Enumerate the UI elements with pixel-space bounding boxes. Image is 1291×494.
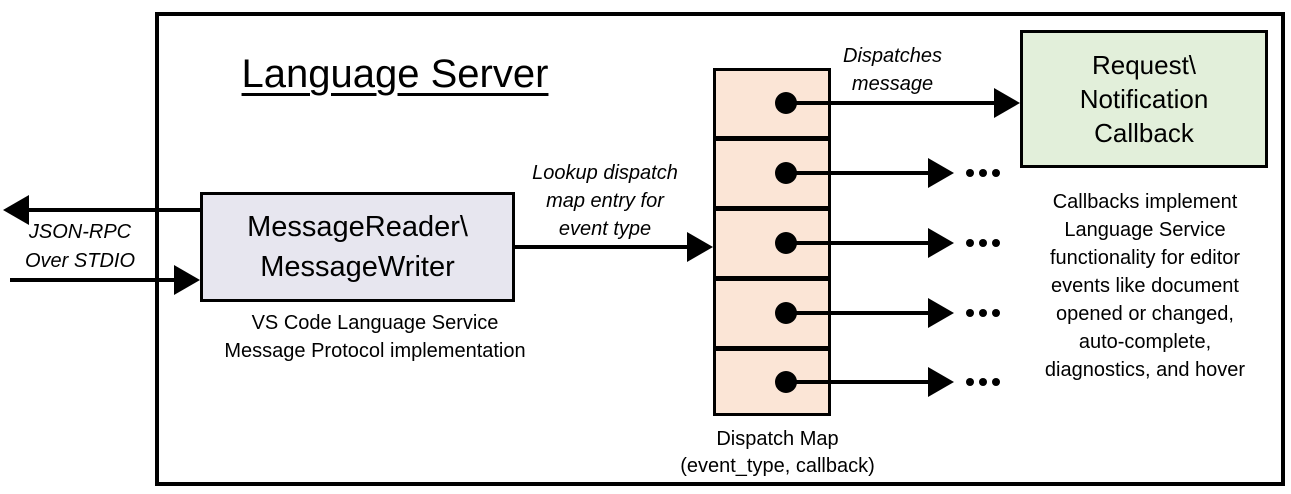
- arrow-line: [515, 245, 687, 249]
- dispatch-map-caption: Dispatch Map (event_type, callback): [680, 428, 875, 477]
- arrowhead-right-icon: [687, 232, 713, 262]
- arrow-line: [786, 380, 930, 384]
- ellipsis-icon: [966, 309, 1000, 317]
- arrowhead-right-icon: [928, 158, 954, 188]
- arrow-line: [786, 311, 930, 315]
- dispatches-message-label: Dispatches message: [843, 45, 942, 95]
- arrowhead-right-icon: [994, 88, 1020, 118]
- arrow-line: [26, 208, 200, 212]
- arrow-line: [10, 278, 176, 282]
- message-box-caption: VS Code Language Service Message Protoco…: [224, 312, 526, 362]
- arrow-line: [786, 101, 996, 105]
- arrowhead-right-icon: [928, 298, 954, 328]
- ellipsis-icon: [966, 239, 1000, 247]
- arrowhead-left-icon: [3, 195, 29, 225]
- stdio-label: JSON-RPC Over STDIO: [24, 221, 135, 272]
- arrowhead-right-icon: [928, 367, 954, 397]
- message-reader-writer-box: MessageReader\ MessageWriter: [200, 192, 515, 302]
- callback-description: Callbacks implement Language Service fun…: [1044, 191, 1246, 381]
- ellipsis-icon: [966, 169, 1000, 177]
- lookup-arrow-label: Lookup dispatch map entry for event type: [532, 162, 678, 240]
- arrow-line: [786, 171, 930, 175]
- dispatch-cell: [713, 348, 831, 416]
- ellipsis-icon: [966, 378, 1000, 386]
- request-notification-callback-box: Request\ Notification Callback: [1020, 30, 1268, 168]
- arrowhead-right-icon: [174, 265, 200, 295]
- arrow-line: [786, 241, 930, 245]
- arrowhead-right-icon: [928, 228, 954, 258]
- diagram-title: Language Server: [241, 52, 549, 96]
